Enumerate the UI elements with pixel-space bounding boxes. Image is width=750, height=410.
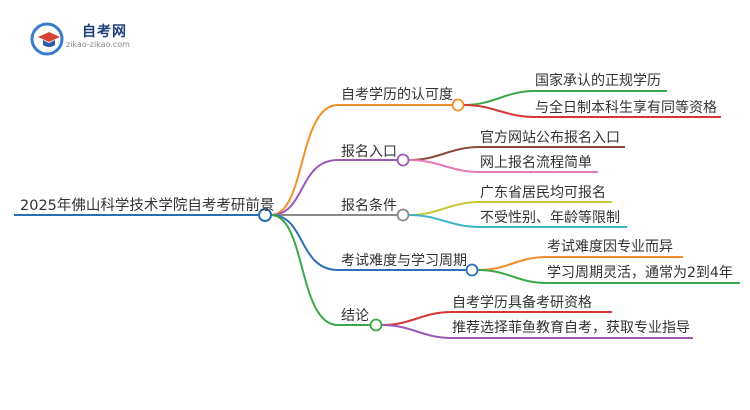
- branch-node-circle: [451, 98, 465, 112]
- leaf-connector: [381, 311, 453, 326]
- leaf-label: 与全日制本科生享有同等资格: [535, 100, 717, 116]
- leaf-label: 不受性别、年龄等限制: [480, 210, 620, 226]
- branch-label-conclusion: 结论: [341, 308, 369, 324]
- leaf-label: 国家承认的正规学历: [535, 73, 661, 89]
- branch-node-circle: [396, 153, 410, 167]
- branch-connector: [270, 214, 339, 271]
- leaf-connector: [463, 90, 536, 106]
- root-node-label: 2025年佛山科学技术学院自考考研前景: [20, 198, 275, 214]
- leaf-connector: [477, 256, 548, 271]
- leaf-connector: [408, 146, 481, 161]
- branch-node-circle: [369, 318, 383, 332]
- branch-label-difficulty-and-period: 考试难度与学习周期: [341, 253, 467, 269]
- leaf-label: 官方网站公布报名入口: [480, 130, 620, 146]
- branch-node-circle: [396, 208, 410, 222]
- leaf-label: 自考学历具备考研资格: [452, 295, 592, 311]
- leaf-connector: [408, 201, 481, 216]
- branch-connector: [270, 214, 339, 326]
- branch-node-circle: [465, 263, 479, 277]
- leaf-label: 推荐选择菲鱼教育自考，获取专业指导: [452, 320, 690, 336]
- leaf-label: 学习周期灵活，通常为2到4年: [547, 265, 733, 281]
- branch-connector: [270, 159, 339, 216]
- branch-label-registration-conditions: 报名条件: [341, 198, 397, 214]
- logo-url: zikao-zikao.com: [66, 40, 130, 49]
- leaf-connector: [408, 214, 481, 228]
- branch-connector: [270, 104, 339, 216]
- leaf-connector: [381, 324, 453, 339]
- leaf-connector: [463, 104, 536, 118]
- leaf-label: 广东省居民均可报名: [480, 185, 606, 201]
- graduation-cap-logo-icon: [30, 22, 64, 56]
- leaf-label: 考试难度因专业而异: [547, 239, 673, 255]
- leaf-label: 网上报名流程简单: [480, 155, 592, 171]
- root-node-circle: [258, 208, 272, 222]
- leaf-connector: [477, 269, 548, 284]
- leaf-connector: [408, 159, 481, 173]
- branch-label-registration-entry: 报名入口: [341, 144, 397, 160]
- logo-title: 自考网: [82, 24, 127, 40]
- branch-label-recognition: 自考学历的认可度: [341, 87, 453, 103]
